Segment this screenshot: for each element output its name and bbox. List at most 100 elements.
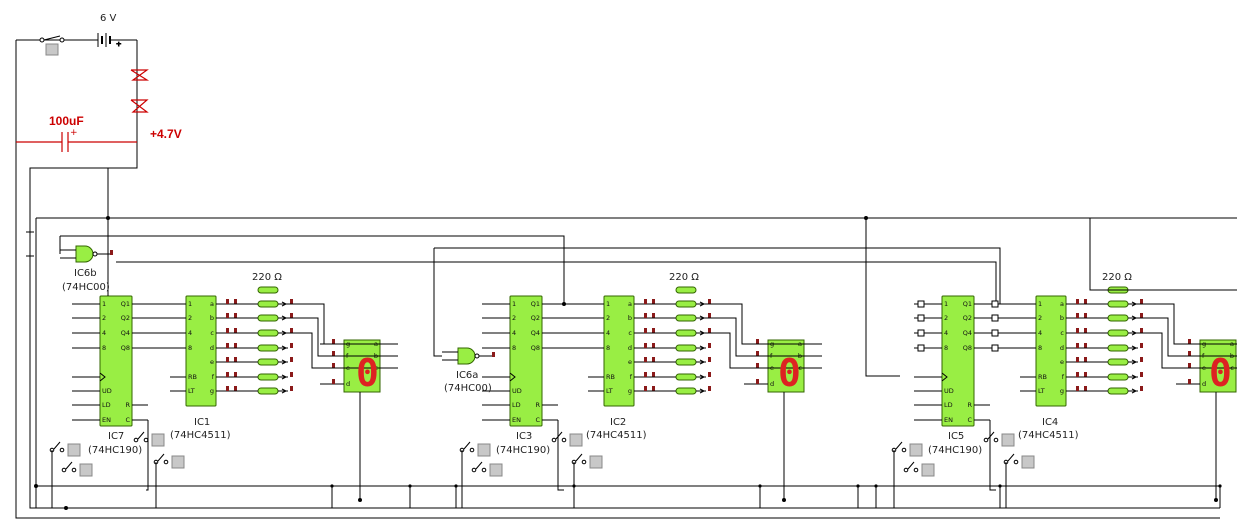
decoder-chip [1035,295,1067,407]
resistor [675,387,697,395]
resistor [1107,344,1129,352]
terminal [652,357,655,362]
push-switch[interactable] [903,461,935,477]
pin-label: a [1060,300,1064,308]
pin-label: Q1 [531,300,540,308]
pin-label: 2 [944,314,948,322]
arrow [281,315,288,321]
push-switch[interactable] [49,441,81,457]
pin-label: 8 [944,344,948,352]
push-switch[interactable] [1003,453,1035,469]
pin-label: RB [1038,373,1047,381]
pin-label: RB [188,373,197,381]
terminal [644,372,647,377]
terminal [1084,313,1087,318]
push-switch[interactable] [153,453,185,469]
display-digit-stage3: 0 [1209,351,1232,395]
switch-button[interactable] [67,443,81,457]
junction-dot [106,216,110,220]
pin-label: 8 [512,344,516,352]
terminal [708,386,711,391]
resistor [1107,329,1129,337]
terminal [1076,372,1079,377]
arrow [699,345,706,351]
push-switch[interactable] [471,461,503,477]
resistor [257,387,279,395]
open-terminal [917,300,925,308]
pin-label: 1 [188,300,192,308]
pin-label: Q4 [963,329,972,337]
wire [1138,303,1237,345]
reset-switch-left[interactable] [26,231,34,264]
terminal [332,339,335,344]
terminal [1084,357,1087,362]
switch-button[interactable] [171,455,185,469]
switch-button[interactable] [79,463,93,477]
push-switch[interactable] [459,441,491,457]
switch-button[interactable] [1021,455,1035,469]
pin-label: 1 [512,300,516,308]
push-switch[interactable] [61,461,93,477]
terminal [756,339,759,344]
switch-lever [575,453,583,462]
switch-button[interactable] [1001,433,1015,447]
terminal [492,352,495,357]
switch-button[interactable] [489,463,503,477]
switch-button[interactable] [589,455,603,469]
switch-contact [551,437,557,443]
gate-ic6b-type: (74HC00) [62,282,110,293]
push-switch[interactable] [983,431,1015,447]
switch-contact [471,467,477,473]
terminal [708,328,711,333]
terminal [1084,299,1087,304]
terminal [644,313,647,318]
push-switch[interactable] [133,431,165,447]
switch-contact [163,459,169,465]
terminal [1188,351,1191,356]
switch-button[interactable] [921,463,935,477]
arrow [281,345,288,351]
pin-label: 8 [188,344,192,352]
wire [989,420,996,491]
pin-label: C [125,416,130,424]
battery-label: 6 V [100,13,117,24]
nand-bubble [92,251,98,257]
pin-label: g [1060,387,1064,395]
nand-bubble [474,353,480,359]
wire [1138,317,1237,357]
resistor-label-stage3: 220 Ω [1102,272,1132,283]
pin-label: c [210,329,214,337]
switch-button[interactable] [477,443,491,457]
switch-button[interactable] [151,433,165,447]
pin-label: d [346,380,350,388]
switch-contact [581,459,587,465]
switch-lever [907,461,915,470]
switch-contact [903,467,909,473]
switch-button[interactable] [909,443,923,457]
push-switch[interactable] [571,453,603,469]
terminal [290,343,293,348]
resistor [675,329,697,337]
push-switch[interactable] [891,441,923,457]
switch-contact [993,437,999,443]
terminal [1076,299,1079,304]
terminal [1076,386,1079,391]
pin-label: 1 [944,300,948,308]
terminal [652,343,655,348]
terminal [644,343,647,348]
nand-gate [442,347,495,365]
counter-ic3-name: IC3 [516,431,532,442]
switch-button[interactable] [569,433,583,447]
arrow [281,388,288,394]
capacitor-100uf [16,132,137,152]
terminal [1084,386,1087,391]
wire [99,372,106,382]
power-switch[interactable] [39,35,65,56]
push-switch[interactable] [551,431,583,447]
arrow [699,301,706,307]
nand-body [457,347,476,365]
pin-label: R [967,401,972,409]
terminal [1076,313,1079,318]
wire [288,303,398,345]
terminal [652,386,655,391]
